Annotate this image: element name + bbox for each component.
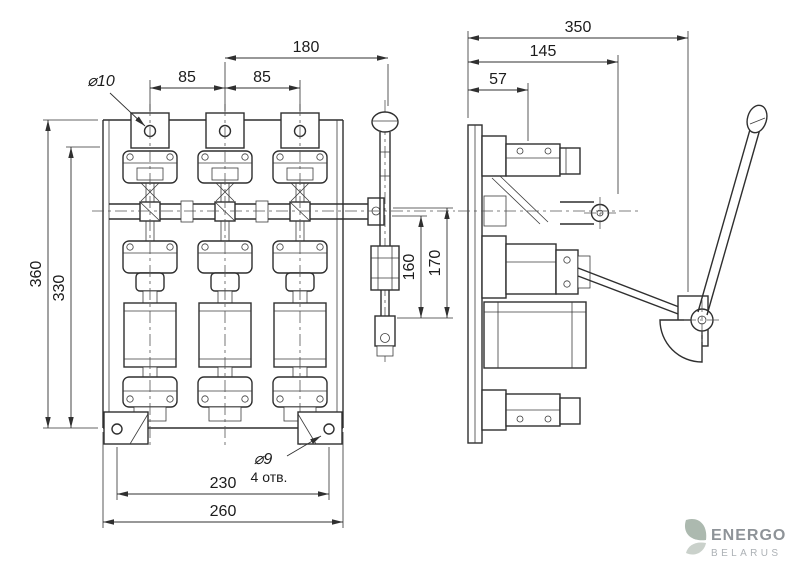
dim-hole-span: 230: [116, 447, 330, 500]
dim-bottom-hole: ⌀9 4 отв.: [251, 435, 322, 485]
dim-label-85-left: 85: [178, 69, 196, 86]
dim-label-57: 57: [489, 71, 507, 88]
dim-label-dia10: ⌀10: [87, 73, 115, 90]
dim-label-330: 330: [51, 275, 68, 302]
watermark-energo: ENERGO: [711, 527, 786, 544]
dim-bracket-offset: 57: [468, 71, 529, 141]
dim-pole-pitch-left: 85: [149, 69, 225, 111]
dim-frame-height: 330: [51, 146, 100, 428]
dim-label-85-right: 85: [253, 69, 271, 86]
dim-label-hole-count: 4 отв.: [251, 469, 288, 485]
dim-lever-depth: 145: [468, 43, 619, 194]
dim-label-dia9: ⌀9: [254, 451, 273, 468]
dim-pole-pitch-right: 85: [225, 69, 301, 111]
dim-label-145: 145: [530, 43, 557, 60]
dim-label-350: 350: [565, 19, 592, 36]
dim-overall-height: 360: [28, 119, 98, 429]
side-view: 350 145 57: [458, 19, 768, 444]
dim-label-180: 180: [293, 39, 320, 56]
dim-top-hole-dia: ⌀10: [87, 73, 146, 127]
side-body: [458, 124, 695, 444]
dim-label-230: 230: [210, 475, 237, 492]
operating-lever-side: [659, 104, 768, 363]
watermark-belarus: BELARUS: [711, 548, 782, 559]
dim-overall-depth: 350: [467, 19, 689, 292]
dim-label-260: 260: [210, 503, 237, 520]
dim-label-170: 170: [427, 250, 444, 277]
dim-lever-outer: 170: [393, 207, 453, 319]
dim-lever-inner: 160: [392, 215, 427, 318]
energo-belarus-logo: ENERGO BELARUS: [684, 518, 786, 559]
leaf-icon: [684, 518, 707, 555]
pole-assembly-2: [197, 103, 253, 447]
pole-assembly-1: [122, 103, 178, 447]
dim-overall-width: 260: [102, 432, 344, 528]
pole-assembly-3: [272, 103, 328, 447]
dim-label-160: 160: [401, 254, 418, 281]
dim-top-span: 180: [224, 39, 389, 111]
operating-handle-front: [367, 100, 400, 362]
dim-label-360: 360: [28, 261, 45, 288]
front-view: 180 85 85 ⌀10 360 330: [28, 39, 455, 528]
